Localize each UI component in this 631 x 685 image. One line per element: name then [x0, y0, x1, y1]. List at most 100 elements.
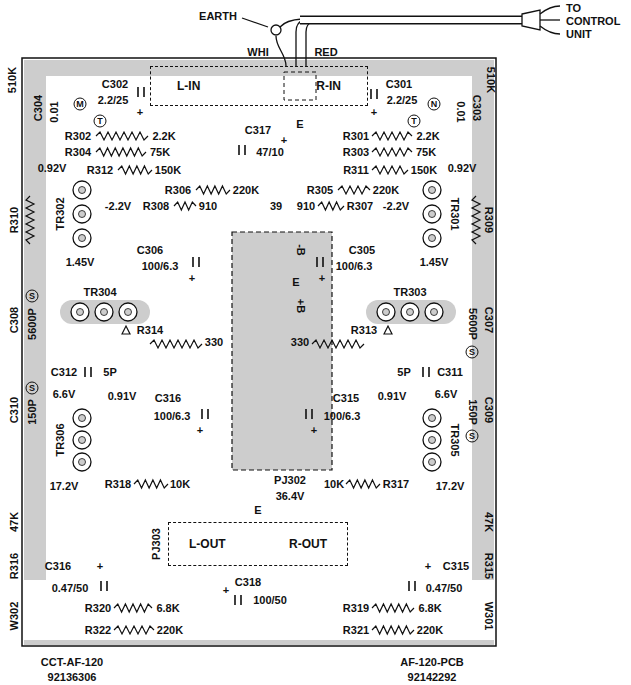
part-label: E — [292, 277, 299, 288]
part-label: TR303 — [393, 287, 426, 298]
copper-area — [24, 60, 494, 645]
transistor-hole — [101, 309, 108, 316]
copper-area — [60, 300, 150, 324]
part-label: 0.91V — [108, 391, 137, 402]
part-label: R312 — [87, 165, 113, 176]
part-label: + — [281, 135, 287, 146]
resistor-symbol — [174, 202, 196, 210]
capacitor-symbol — [409, 581, 415, 591]
pad-outline — [284, 72, 316, 100]
part-label: 6.6V — [435, 389, 458, 400]
transistor-pad — [423, 181, 441, 199]
part-label: C318 — [235, 577, 261, 588]
transistor-pad — [377, 303, 395, 321]
part-label: 2.2K — [152, 131, 175, 142]
transistor-pad — [425, 303, 443, 321]
capacitor-symbol — [423, 367, 429, 377]
part-label: AF-120-PCB — [400, 657, 464, 668]
part-label: C307 — [483, 307, 494, 333]
part-label: -2.2V — [105, 201, 131, 212]
part-label: 0.01 — [49, 101, 60, 122]
part-label: R317 — [383, 479, 409, 490]
part-label: 47K — [9, 512, 20, 532]
part-label: 17.2V — [436, 481, 465, 492]
part-label: PJ302 — [274, 475, 306, 486]
part-label: 150P — [467, 399, 478, 425]
resistor-symbol — [372, 626, 414, 634]
part-label: 100/6.3 — [154, 411, 191, 422]
resistor-symbol — [372, 132, 412, 140]
jack-outline — [232, 232, 332, 470]
part-label: 100/50 — [253, 595, 287, 606]
transistor-hole — [429, 415, 436, 422]
part-label: C308 — [9, 307, 20, 333]
part-label: PJ303 — [151, 528, 162, 560]
transistor-hole — [79, 415, 86, 422]
part-label: R301 — [343, 131, 369, 142]
transistor-pad — [71, 303, 89, 321]
part-label: R315 — [483, 553, 494, 579]
part-label: +B — [295, 299, 306, 313]
circled-mark: T — [94, 115, 107, 128]
transistor-hole — [429, 437, 436, 444]
part-label: + — [425, 561, 431, 572]
circled-mark: M — [74, 98, 87, 111]
part-label: C304 — [33, 95, 44, 121]
part-label: 220K — [157, 625, 183, 636]
part-label: 910 — [199, 201, 217, 212]
part-label: 0.47/50 — [426, 583, 463, 594]
resistor-symbol — [372, 166, 408, 174]
part-label: 2.2/25 — [98, 95, 129, 106]
part-label: R308 — [143, 201, 169, 212]
part-label: R307 — [347, 201, 373, 212]
part-label: + — [197, 425, 203, 436]
leader-line — [242, 18, 268, 27]
resistor-symbol — [114, 626, 154, 634]
earth-loop — [271, 25, 281, 35]
part-label: R321 — [343, 625, 369, 636]
part-label: 47/10 — [256, 147, 284, 158]
part-label: 100/6.3 — [324, 411, 361, 422]
part-label: C306 — [137, 245, 163, 256]
transistor-pad — [401, 303, 419, 321]
resistor-symbol — [150, 340, 202, 348]
part-label: R309 — [483, 207, 494, 233]
transistor-hole — [429, 211, 436, 218]
transistor-pad — [73, 431, 91, 449]
part-label: 150K — [411, 165, 437, 176]
cable-end — [522, 10, 540, 30]
circled-mark: N — [428, 98, 441, 111]
part-label: R305 — [307, 185, 333, 196]
transistor-pad — [73, 229, 91, 247]
circled-mark: S — [466, 346, 479, 359]
circled-mark: S — [26, 290, 39, 303]
part-label: R306 — [165, 185, 191, 196]
part-label: 0.92V — [448, 163, 477, 174]
part-label: 10K — [324, 479, 344, 490]
part-label: 1.45V — [420, 257, 449, 268]
resistor-symbol — [134, 480, 168, 488]
part-label: 36.4V — [276, 491, 305, 502]
part-label: 2.2/25 — [387, 95, 418, 106]
circled-mark: T — [408, 115, 421, 128]
transistor-hole — [383, 309, 390, 316]
transistor-pad — [423, 431, 441, 449]
resistor-symbol — [118, 166, 152, 174]
part-label: WHI — [247, 47, 268, 58]
part-label: C315 — [333, 393, 359, 404]
capacitor-symbol — [239, 145, 245, 155]
part-label: R320 — [85, 603, 111, 614]
part-label: C303 — [471, 95, 482, 121]
transistor-symbols — [71, 181, 443, 471]
part-label: CCT-AF-120 — [41, 657, 103, 668]
part-label: 10K — [170, 479, 190, 490]
part-label: R319 — [343, 603, 369, 614]
part-label: 6.8K — [418, 603, 441, 614]
transistor-hole — [407, 309, 414, 316]
part-label: TO CONTROL UNIT — [566, 2, 628, 41]
part-label: R316 — [9, 553, 20, 579]
part-label: + — [189, 273, 195, 284]
transistor-hole — [79, 187, 86, 194]
part-label: -B — [295, 244, 306, 256]
